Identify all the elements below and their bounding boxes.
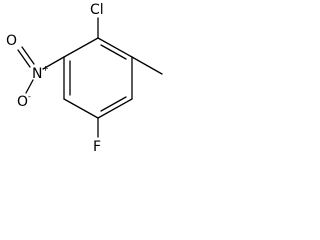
ring-bond-4 [63,98,99,119]
bond-n-o-single [25,79,34,94]
oxygen-charge: - [28,92,31,101]
ring-bond-3 [97,98,133,119]
atom-chlorine: Cl [90,2,104,18]
atom-oxygen-double: O [6,33,17,49]
ring-bond-1 [97,37,133,58]
bond-c-n [42,56,65,70]
ring-double-bond-2 [100,96,127,112]
atom-nitrogen: N [32,66,42,82]
bond-n-o-double-b [17,49,31,68]
ring-bond-6 [63,37,99,58]
nitrogen-charge: + [42,64,49,73]
atom-fluorine: F [93,139,101,155]
atom-oxygen-single: O [17,94,28,110]
chemical-structure: Cl N + O O - F [6,2,163,155]
bond-c-methyl [131,56,163,75]
benzene-ring [63,37,133,119]
ring-double-bond-1 [100,44,127,60]
bond-n-o-double-a [21,46,35,65]
